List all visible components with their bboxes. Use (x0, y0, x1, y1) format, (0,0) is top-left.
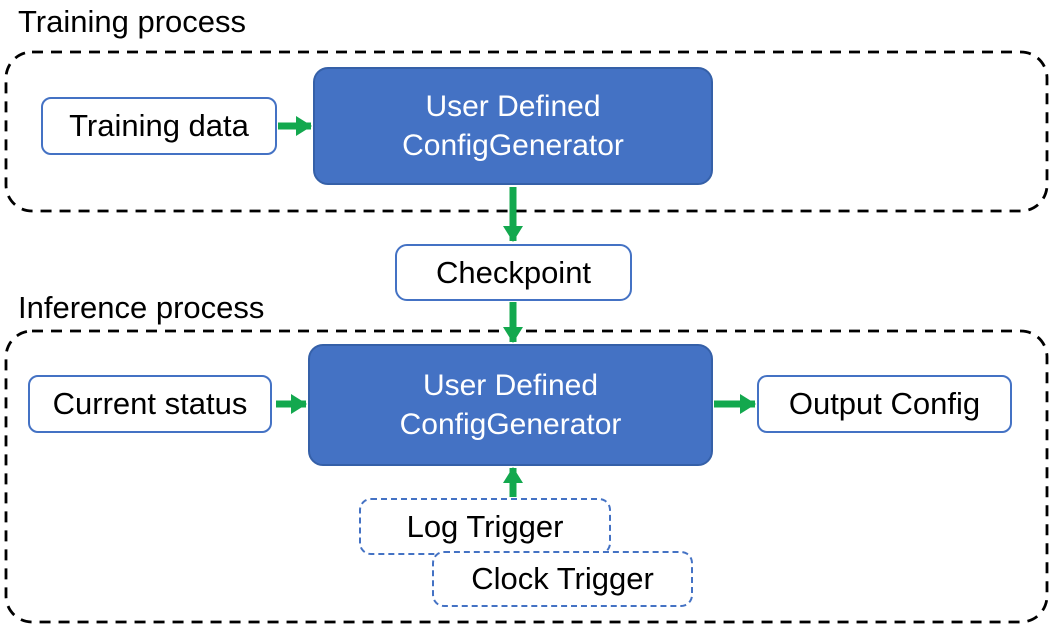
training-process-container (4, 50, 1049, 213)
inference-process-container (4, 329, 1049, 624)
config-generator-training-line1: User Defined (425, 90, 601, 123)
config-generator-node-inference: User Defined ConfigGenerator (308, 344, 713, 466)
config-generator-inference-line1: User Defined (422, 369, 599, 402)
config-generator-node-training: User Defined ConfigGenerator (313, 67, 713, 185)
config-generator-inference-line2: ConfigGenerator (399, 408, 622, 441)
training-process-label: Training process (18, 4, 247, 39)
log-trigger-node: Log Trigger (359, 498, 611, 555)
config-generator-training-line2: ConfigGenerator (402, 129, 624, 162)
output-config-node: Output Config (757, 375, 1012, 433)
checkpoint-node: Checkpoint (395, 244, 632, 301)
inference-process-label: Inference process (18, 290, 265, 325)
current-status-node: Current status (28, 375, 272, 433)
clock-trigger-node: Clock Trigger (432, 551, 693, 607)
training-data-node: Training data (41, 97, 277, 155)
